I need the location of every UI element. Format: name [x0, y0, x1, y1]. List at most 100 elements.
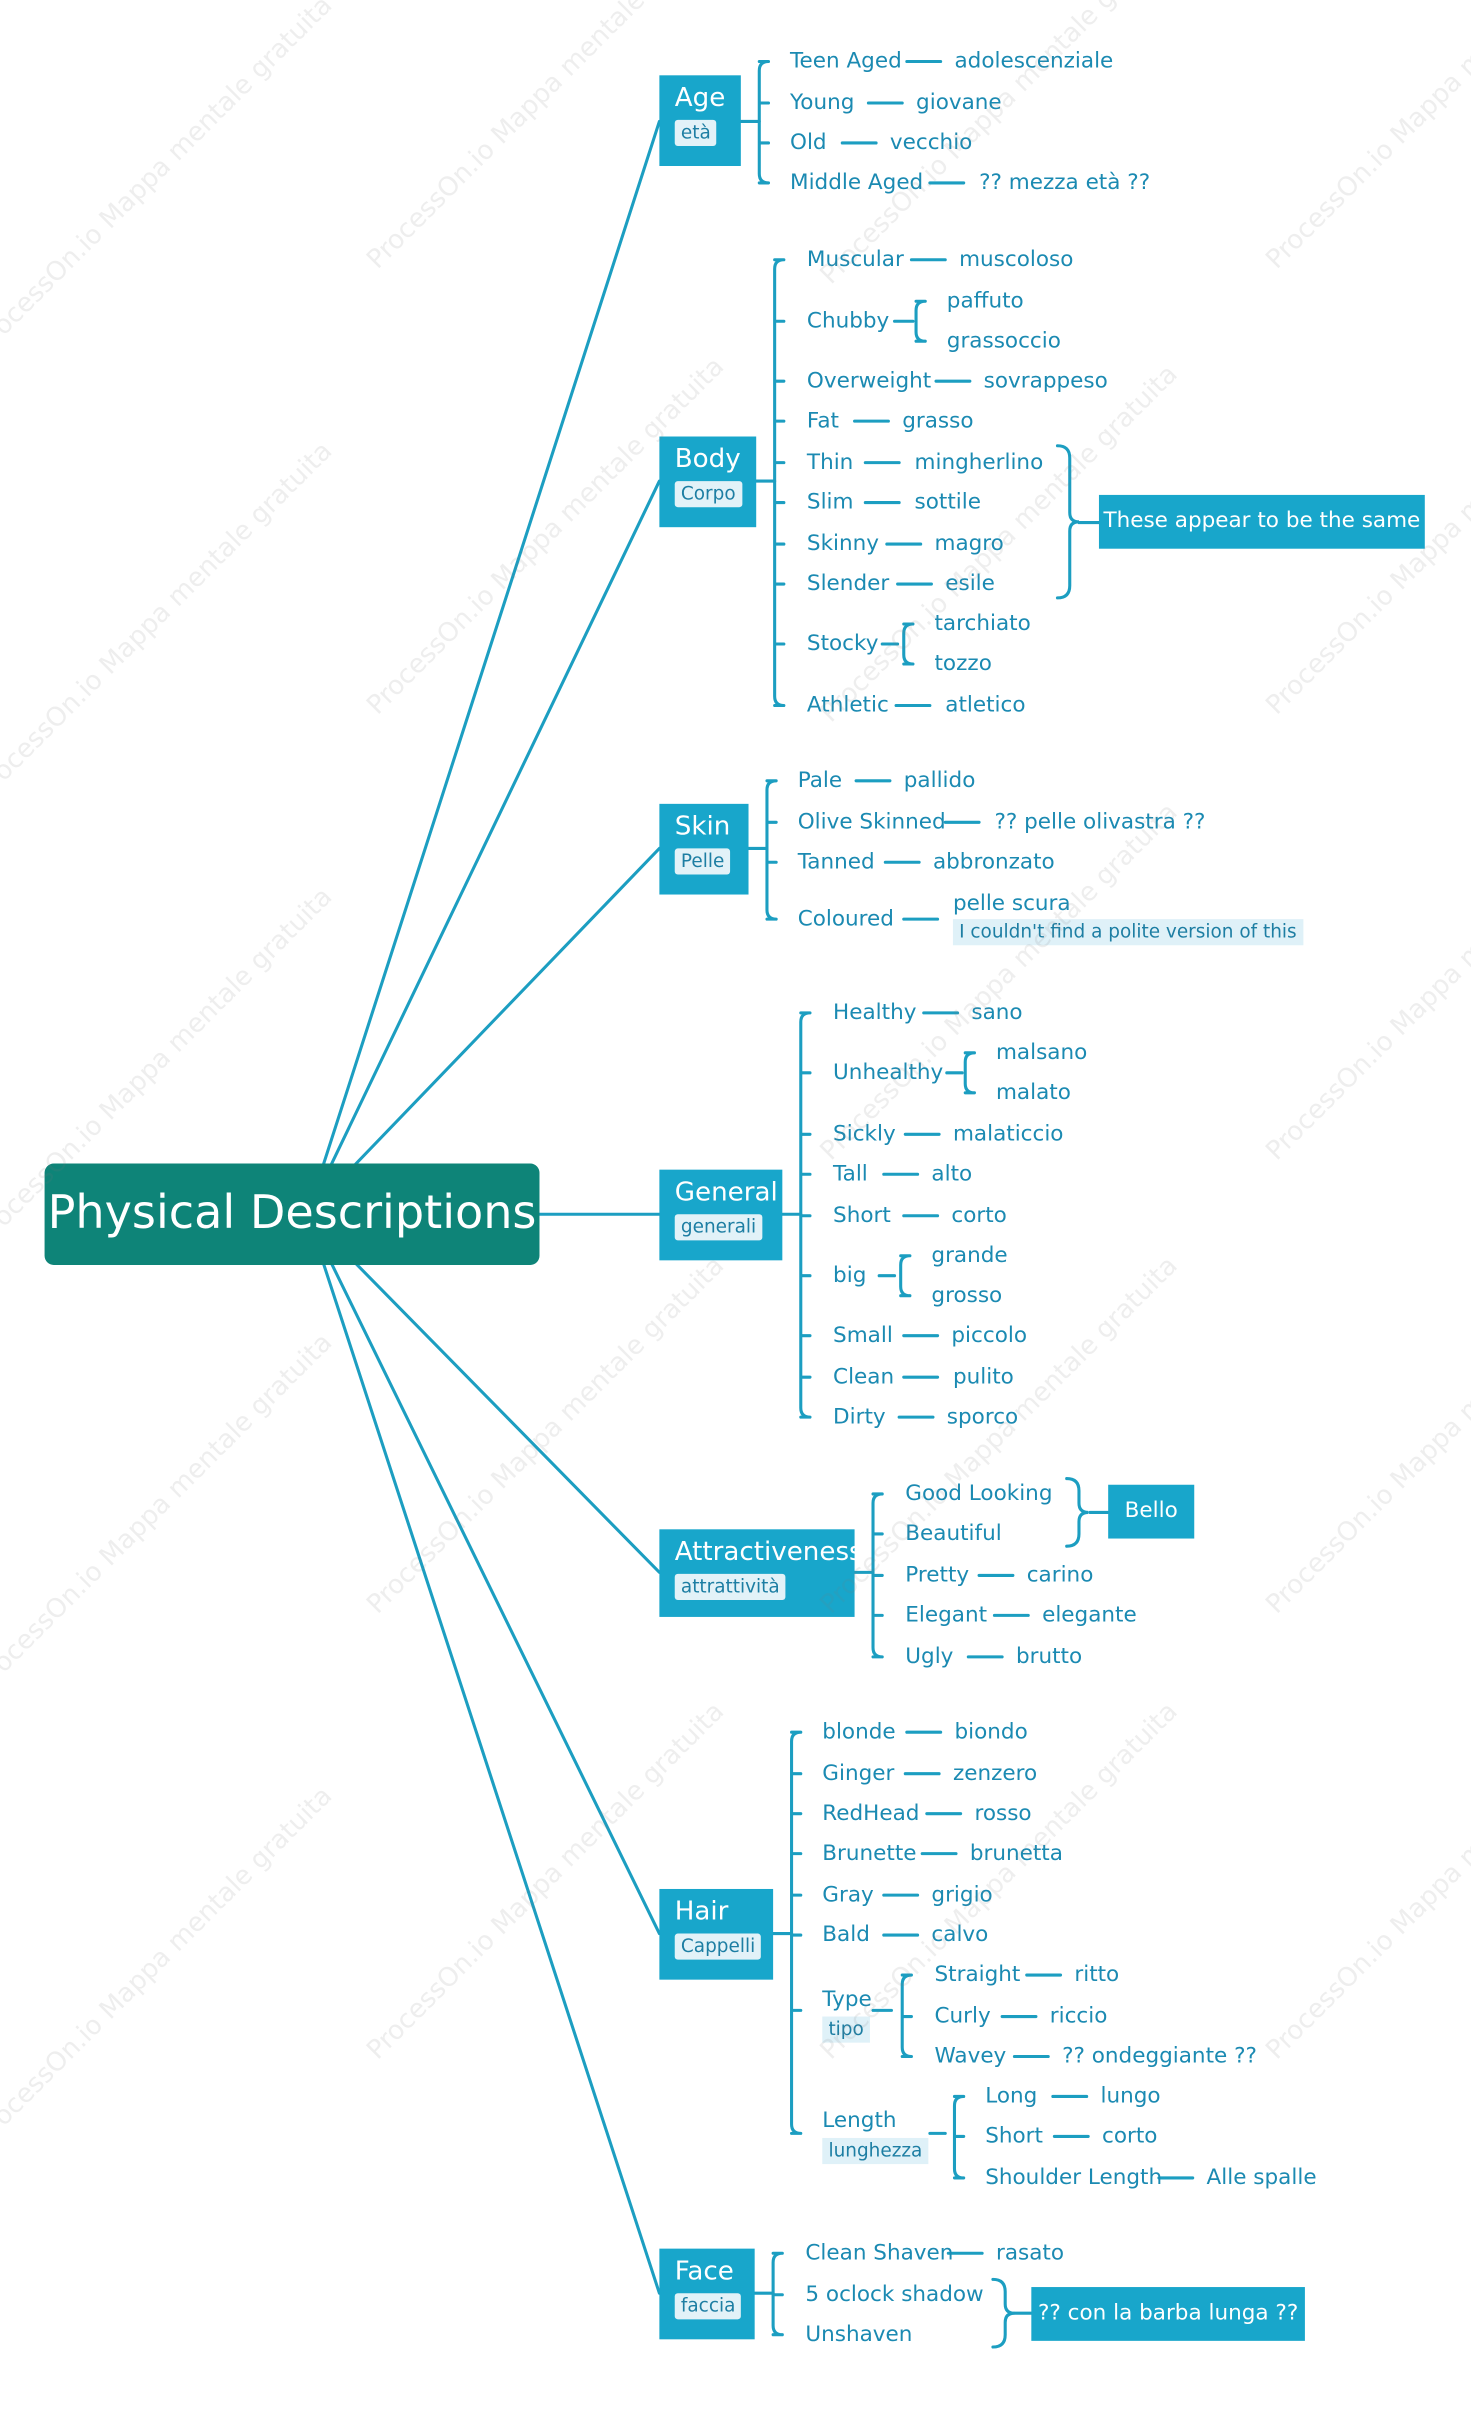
term-english[interactable]: Small — [833, 1323, 893, 1348]
term-italian[interactable]: brunetta — [969, 1841, 1063, 1866]
category-body[interactable]: Body Corpo — [659, 436, 757, 528]
term-english[interactable]: Elegant — [905, 1603, 988, 1628]
term-english[interactable]: Slender — [806, 571, 890, 597]
term-italian[interactable]: corto — [1102, 2124, 1158, 2149]
term-english[interactable]: Teen Aged — [790, 49, 902, 74]
term-italian[interactable]: pallido — [903, 768, 976, 794]
term-english[interactable]: Short — [985, 2124, 1043, 2149]
term-english[interactable]: Muscular — [806, 247, 904, 273]
term-italian[interactable]: ?? ondeggiante ?? — [1062, 2044, 1257, 2069]
term-english[interactable]: Middle Aged — [790, 170, 924, 196]
category-attractiveness[interactable]: Attractiveness attrattività — [659, 1529, 863, 1617]
term-italian[interactable]: sottile — [914, 490, 981, 515]
term-english[interactable]: Overweight — [806, 368, 932, 394]
term-english[interactable]: RedHead — [822, 1801, 920, 1826]
term-english[interactable]: Fat — [806, 408, 839, 434]
term-english[interactable]: Tanned — [797, 849, 875, 875]
term-english[interactable]: Long — [985, 2084, 1038, 2109]
term-italian[interactable]: carino — [1026, 1563, 1094, 1588]
term-italian[interactable]: sovrappeso — [983, 368, 1108, 394]
term-italian[interactable]: elegante — [1042, 1603, 1137, 1628]
term-english[interactable]: big — [833, 1263, 867, 1289]
term-italian[interactable]: grassoccio — [946, 328, 1061, 354]
term-english[interactable]: Curly — [934, 2004, 991, 2029]
term-italian[interactable]: calvo — [931, 1922, 989, 1948]
term-english[interactable]: Slim — [806, 490, 854, 515]
term-italian[interactable]: Alle spalle — [1206, 2165, 1317, 2191]
term-italian[interactable]: magro — [934, 531, 1004, 557]
term-english[interactable]: Dirty — [833, 1404, 886, 1430]
term-english[interactable]: Unhealthy — [833, 1060, 944, 1086]
category-hair[interactable]: Hair Cappelli — [659, 1888, 774, 1980]
hair-length-label[interactable]: Length — [822, 2108, 897, 2134]
term-italian[interactable]: grosso — [931, 1283, 1003, 1308]
term-italian[interactable]: giovane — [916, 90, 1002, 116]
term-english[interactable]: Unshaven — [805, 2322, 913, 2347]
term-english[interactable]: Healthy — [833, 1000, 917, 1026]
term-italian[interactable]: piccolo — [951, 1323, 1028, 1348]
root-node[interactable]: Physical Descriptions — [44, 1163, 540, 1265]
term-italian[interactable]: zenzero — [952, 1761, 1038, 1786]
term-italian[interactable]: malato — [995, 1080, 1071, 1106]
term-english[interactable]: Skinny — [806, 531, 880, 557]
term-italian[interactable]: sano — [971, 1000, 1023, 1026]
term-english[interactable]: Pale — [797, 768, 843, 794]
term-italian[interactable]: malaticcio — [952, 1122, 1064, 1147]
bello-callout[interactable]: Bello — [1108, 1484, 1195, 1539]
category-face[interactable]: Face faccia — [659, 2248, 755, 2340]
term-english[interactable]: Old — [790, 130, 827, 156]
same-note-callout[interactable]: These appear to be the same — [1098, 494, 1425, 549]
term-english[interactable]: Sickly — [833, 1122, 896, 1147]
category-skin[interactable]: Skin Pelle — [659, 803, 749, 895]
term-italian[interactable]: alto — [931, 1161, 973, 1187]
term-english[interactable]: Brunette — [822, 1841, 917, 1866]
term-english[interactable]: Shoulder Length — [985, 2165, 1163, 2191]
term-english[interactable]: Clean — [833, 1364, 895, 1390]
term-italian[interactable]: ritto — [1074, 1962, 1120, 1988]
term-italian[interactable]: adolescenziale — [954, 49, 1114, 74]
term-english[interactable]: Straight — [934, 1962, 1021, 1988]
term-italian[interactable]: grigio — [931, 1882, 993, 1908]
term-english[interactable]: Athletic — [806, 693, 889, 718]
term-italian[interactable]: vecchio — [889, 130, 973, 156]
term-english[interactable]: Bald — [822, 1922, 870, 1948]
term-italian[interactable]: paffuto — [946, 288, 1024, 314]
term-italian[interactable]: brutto — [1015, 1644, 1083, 1670]
term-english[interactable]: Chubby — [806, 308, 890, 334]
term-italian[interactable]: esile — [945, 571, 995, 597]
term-english[interactable]: Gray — [822, 1882, 874, 1908]
term-english[interactable]: Wavey — [934, 2044, 1007, 2069]
term-italian[interactable]: atletico — [945, 693, 1026, 718]
term-italian[interactable]: tozzo — [934, 651, 992, 677]
term-english[interactable]: Good Looking — [905, 1481, 1053, 1507]
term-italian[interactable]: ?? pelle olivastra ?? — [994, 809, 1206, 835]
term-english[interactable]: Tall — [833, 1161, 868, 1187]
term-english[interactable]: Ginger — [822, 1761, 895, 1786]
term-italian[interactable]: riccio — [1049, 2004, 1108, 2029]
term-english[interactable]: Stocky — [806, 631, 879, 657]
category-age[interactable]: Age età — [659, 75, 741, 166]
term-italian[interactable]: lungo — [1100, 2084, 1161, 2109]
beard-note-callout[interactable]: ?? con la barba lunga ?? — [1031, 2287, 1305, 2341]
hair-type-label[interactable]: Type — [822, 1987, 872, 2012]
term-italian[interactable]: ?? mezza età ?? — [979, 170, 1151, 196]
term-english[interactable]: Ugly — [905, 1644, 954, 1670]
term-italian[interactable]: pulito — [952, 1364, 1014, 1390]
term-english[interactable]: Pretty — [905, 1563, 970, 1588]
term-italian[interactable]: rosso — [974, 1801, 1032, 1826]
term-italian[interactable]: grande — [931, 1243, 1008, 1269]
term-italian[interactable]: mingherlino — [914, 450, 1044, 475]
term-italian[interactable]: biondo — [954, 1719, 1028, 1745]
term-english[interactable]: Olive Skinned — [797, 809, 946, 835]
term-italian[interactable]: grasso — [902, 408, 974, 434]
term-italian[interactable]: malsano — [995, 1040, 1088, 1066]
term-english[interactable]: Short — [833, 1203, 891, 1229]
term-english[interactable]: Clean Shaven — [805, 2240, 954, 2266]
term-english[interactable]: Beautiful — [905, 1521, 1002, 1547]
term-italian[interactable]: corto — [951, 1203, 1007, 1229]
term-english[interactable]: Thin — [806, 450, 854, 475]
term-english[interactable]: Coloured — [797, 906, 894, 932]
term-italian[interactable]: tarchiato — [934, 611, 1031, 637]
term-english[interactable]: Young — [790, 90, 855, 116]
term-english[interactable]: blonde — [822, 1719, 896, 1745]
